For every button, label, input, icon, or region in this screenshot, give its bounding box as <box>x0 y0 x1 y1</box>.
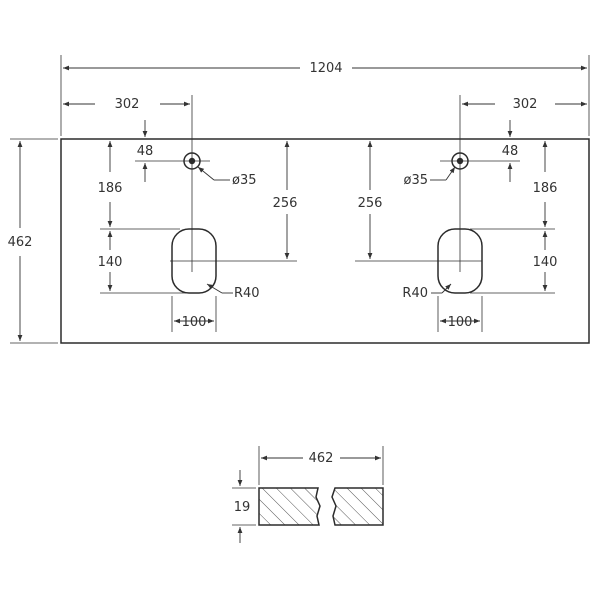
right-corner-radius-label: R40 <box>402 286 428 301</box>
overall-width-label: 1204 <box>309 61 342 76</box>
section-view: 462 19 <box>232 446 383 543</box>
left-bowl-top-offset-label: 186 <box>98 181 123 196</box>
left-corner-radius-label: R40 <box>234 286 260 301</box>
left-basin: 302 48 ø35 186 140 <box>63 95 297 332</box>
right-hole-offset-y-label: 48 <box>502 144 519 159</box>
overall-depth-dimension: 462 <box>8 139 58 343</box>
top-view: 1204 462 302 48 ø35 <box>8 55 589 343</box>
right-bowl-length-label: 140 <box>533 255 558 270</box>
right-tap-hole-center <box>457 158 463 164</box>
left-bowl-width-label: 100 <box>182 315 207 330</box>
left-hole-offset-x-label: 302 <box>115 97 140 112</box>
section-block-left <box>259 488 320 525</box>
right-hole-offset-x-label: 302 <box>513 97 538 112</box>
section-thickness-dimension: 19 <box>232 470 256 543</box>
section-depth-label: 462 <box>309 451 334 466</box>
right-basin: 302 48 ø35 186 140 <box>355 95 587 332</box>
right-bowl-top-offset-label: 186 <box>533 181 558 196</box>
section-block-right <box>332 488 383 525</box>
right-hole-diameter-label: ø35 <box>404 173 429 188</box>
left-tap-hole-center <box>189 158 195 164</box>
left-hole-diameter-label: ø35 <box>232 173 257 188</box>
section-depth-dimension: 462 <box>259 446 383 485</box>
overall-depth-label: 462 <box>8 235 33 250</box>
left-hole-offset-y-label: 48 <box>137 144 154 159</box>
right-bowl-center-label: 256 <box>358 196 383 211</box>
right-bowl-width-label: 100 <box>448 315 473 330</box>
section-thickness-label: 19 <box>234 500 251 515</box>
left-bowl-length-label: 140 <box>98 255 123 270</box>
left-bowl-center-label: 256 <box>273 196 298 211</box>
